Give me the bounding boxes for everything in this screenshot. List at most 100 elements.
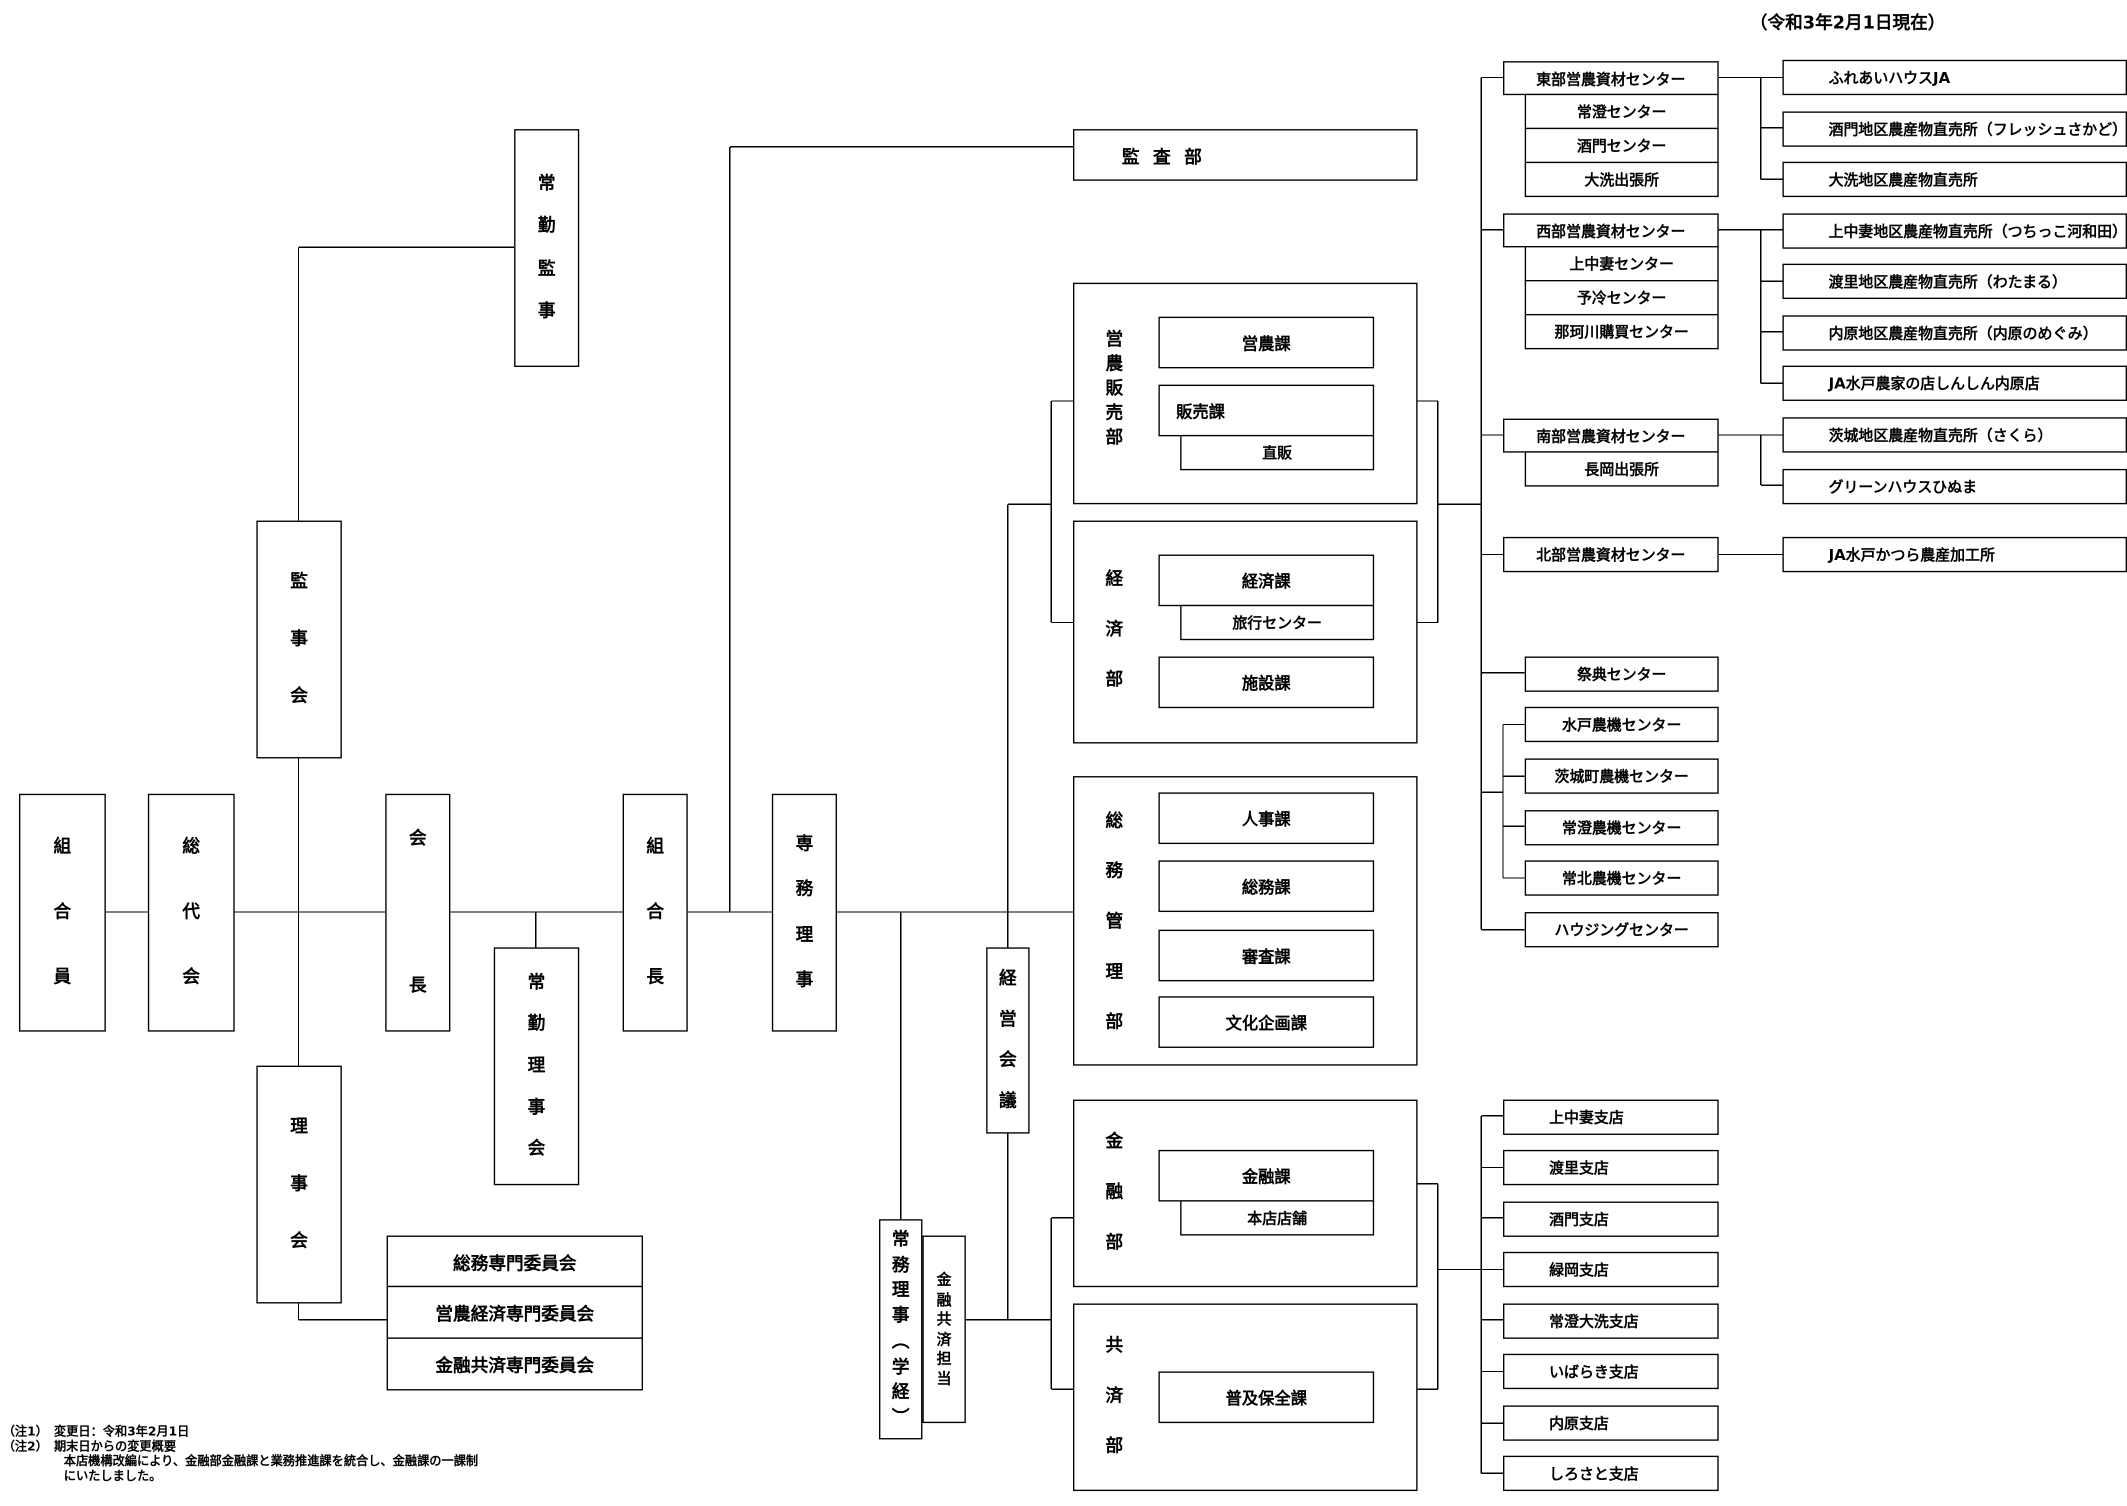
note-line: にいたしました。: [2, 1470, 162, 1485]
sub-travel-label: 旅行センター: [1232, 614, 1322, 633]
box-rijikai: 理事会: [256, 1065, 342, 1304]
vertical-char: 部: [1105, 428, 1124, 449]
vertical-char: 事: [537, 301, 556, 322]
section-fukyu: 普及保全課: [1158, 1371, 1375, 1424]
box-kanjikai: 監事会: [256, 520, 342, 759]
subcenter-west-1: 予冷センター: [1524, 279, 1719, 316]
vertical-char: 営: [1105, 330, 1124, 351]
outlet-south-0: 茨城地区農産物直売所（さくら）: [1782, 417, 2127, 453]
subcenter-south-0-label: 長岡出張所: [1584, 460, 1660, 479]
subcenter-east-1-label: 酒門センター: [1576, 137, 1667, 155]
vertical-char: 理: [527, 1056, 546, 1077]
vertical-char: 販: [1105, 379, 1124, 400]
vertical-char: 専: [795, 834, 814, 856]
vertical-char: 勤: [527, 1014, 546, 1035]
vertical-char: ︶: [891, 1408, 910, 1429]
sub-honten: 本店店舗: [1180, 1200, 1375, 1236]
section-shinsa: 審査課: [1158, 929, 1375, 982]
vertical-char: 金: [1105, 1132, 1124, 1153]
vertical-char: 長: [408, 975, 427, 997]
sub-travel: 旅行センター: [1180, 604, 1375, 641]
vertical-char: 代: [182, 902, 201, 923]
center-north: 北部営農資材センター: [1503, 536, 1719, 573]
section-shinsa-label: 審査課: [1241, 946, 1291, 966]
vertical-char: ︵: [891, 1331, 910, 1353]
outlet-west-0: 上中妻地区農産物直売所（つちっこ河和田）: [1782, 213, 2127, 249]
committee-einou-keizai: 営農経済専門委員会: [386, 1285, 643, 1339]
vertical-char: 済: [1105, 619, 1124, 641]
vertical-char: 勤: [537, 216, 556, 238]
vertical-char: 常: [537, 174, 556, 195]
branch-1: 渡里支店: [1503, 1149, 1719, 1186]
subcenter-east-0-label: 常澄センター: [1576, 103, 1667, 121]
center-machinery-3: 常北農機センター: [1524, 860, 1719, 896]
vertical-char: 共: [1105, 1336, 1124, 1357]
subcenter-south-0: 長岡出張所: [1524, 451, 1719, 487]
committee-kinyu-kyosai-label: 金融共済専門委員会: [435, 1356, 595, 1377]
vertical-char: 部: [1105, 1436, 1124, 1458]
as-of-date: （令和3年2月1日現在）: [1749, 13, 1946, 34]
center-saiten: 祭典センター: [1524, 656, 1719, 692]
dept-keizai-name: 経済部: [1106, 571, 1124, 689]
vertical-char: 員: [53, 968, 72, 989]
vertical-char: 務: [1105, 861, 1124, 883]
center-machinery-0-label: 水戸農機センター: [1562, 716, 1682, 734]
branch-7: しろさと支店: [1503, 1455, 1719, 1492]
vertical-char: 総: [1105, 811, 1124, 832]
outlet-west-1: 渡里地区農産物直売所（わたまる）: [1782, 263, 2127, 300]
center-east: 東部営農資材センター: [1503, 61, 1719, 96]
vertical-char: 会: [999, 1050, 1017, 1071]
vertical-char: 理: [891, 1280, 910, 1302]
vertical-char: 経: [999, 969, 1017, 991]
committee-somu-label: 総務専門委員会: [453, 1253, 577, 1275]
vertical-char: 組: [646, 836, 665, 858]
dept-somu-name: 総務管理部: [1106, 813, 1124, 1032]
section-somu-label: 総務課: [1241, 877, 1291, 897]
branch-7-label: しろさと支店: [1549, 1465, 1639, 1483]
outlet-east-2-label: 大洗地区農産物直売所: [1828, 171, 1978, 189]
center-housing: ハウジングセンター: [1524, 912, 1719, 948]
section-hanbai-label: 販売課: [1176, 402, 1225, 422]
branch-3-label: 緑岡支店: [1549, 1261, 1609, 1280]
section-bunka-label: 文化企画課: [1225, 1013, 1307, 1033]
branch-1-label: 渡里支店: [1549, 1159, 1609, 1178]
vertical-char: 売: [1105, 403, 1124, 425]
branch-5-label: いばらき支店: [1549, 1363, 1639, 1381]
outlet-north: JA水戸かつら農産加工所: [1782, 536, 2127, 573]
center-west-label: 西部営農資材センター: [1536, 222, 1686, 240]
vertical-char: 部: [1105, 670, 1124, 691]
vertical-char: 部: [1105, 1012, 1124, 1033]
vertical-char: 理: [290, 1117, 308, 1139]
vertical-char: 当: [936, 1370, 952, 1388]
subcenter-west-0-label: 上中妻センター: [1569, 255, 1674, 274]
note-line: （注2） 期末日からの変更概要: [2, 1440, 177, 1455]
vertical-char: 経: [891, 1382, 910, 1404]
center-south-label: 南部営農資材センター: [1536, 427, 1686, 446]
vertical-char: 済: [1105, 1386, 1124, 1407]
center-machinery-1-label: 茨城町農機センター: [1554, 767, 1689, 786]
vertical-char: 合: [646, 902, 665, 923]
vertical-char: 監: [290, 572, 308, 594]
box-keiei-kaigi: 経営会議: [986, 947, 1030, 1134]
vertical-char: 会: [527, 1139, 546, 1160]
vertical-char: 融: [1105, 1182, 1124, 1203]
outlet-south-1: グリーンハウスひぬま: [1782, 468, 2127, 505]
box-jomu-riji: 常務理事︵学経︶: [879, 1219, 923, 1440]
box-kaicho: 会長: [385, 793, 451, 1032]
section-shisetsu-label: 施設課: [1241, 673, 1291, 693]
vertical-char: 会: [290, 1230, 308, 1252]
branch-0-label: 上中妻支店: [1549, 1109, 1624, 1127]
section-kinyu: 金融課: [1158, 1149, 1375, 1202]
section-bunka: 文化企画課: [1158, 996, 1375, 1048]
vertical-char: 合: [53, 902, 72, 923]
vertical-char: 共: [936, 1310, 952, 1329]
box-kumiaicho: 組合長: [622, 793, 688, 1032]
box-kumiaiin: 組合員: [18, 793, 106, 1032]
center-machinery-3-label: 常北農機センター: [1562, 869, 1682, 888]
vertical-char: 学: [891, 1357, 910, 1378]
vertical-char: 経: [1105, 569, 1124, 590]
vertical-char: 総: [182, 836, 201, 858]
center-machinery-2-label: 常澄農機センター: [1562, 819, 1682, 838]
